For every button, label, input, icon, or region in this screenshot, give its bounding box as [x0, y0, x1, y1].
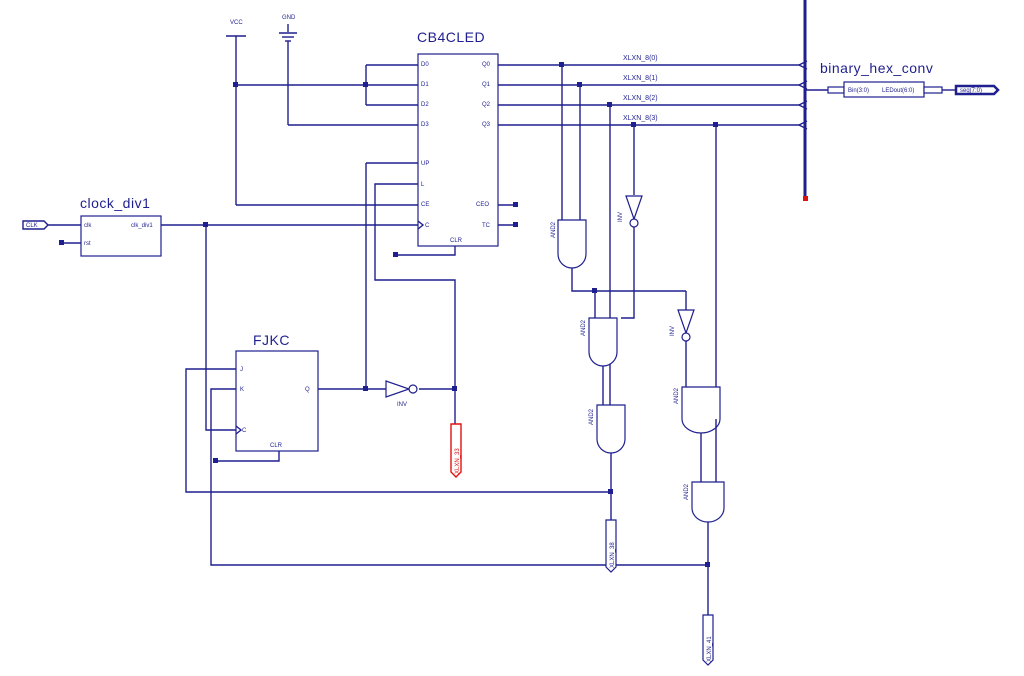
net-label-3: XLXN_8(3)	[623, 115, 658, 122]
counter-pin-q2: Q2	[482, 102, 491, 108]
hex-pin-in: Bin(3:0)	[848, 88, 869, 94]
io-marker-xlxn38-label: XLXN_38	[610, 542, 616, 568]
io-marker-xlxn33[interactable]: XLXN_33	[450, 423, 462, 478]
clock-div-pin-clk: clk	[84, 223, 92, 229]
counter-pin-ceo: CEO	[476, 202, 489, 208]
gnd-symbol: GND	[279, 15, 297, 125]
and-gate-3[interactable]: AND2	[589, 404, 626, 454]
inverter-1[interactable]: INV	[618, 195, 643, 228]
inverter-fjkc-label: INV	[397, 402, 407, 408]
net-label-2: XLXN_8(2)	[623, 95, 658, 102]
hex-title: binary_hex_conv	[820, 60, 933, 76]
port-seg-label: seg(7:0)	[960, 88, 982, 94]
counter-pin-d3: D3	[421, 122, 429, 128]
and-gate-5-label: AND2	[684, 483, 690, 500]
counter-output-nets: XLXN_8(0) XLXN_8(1) XLXN_8(2) XLXN_8(3)	[498, 55, 808, 130]
io-marker-xlxn33-label: XLXN_33	[455, 448, 461, 474]
fjkc-pin-c: C	[242, 428, 247, 434]
counter-title: CB4CLED	[417, 29, 485, 45]
and-gate-4[interactable]: AND2	[674, 386, 721, 434]
fjkc-title: FJKC	[253, 332, 290, 348]
port-clk[interactable]: CLK	[22, 220, 49, 230]
counter-pin-d0: D0	[421, 62, 429, 68]
counter-pin-tc: TC	[482, 223, 491, 229]
fjkc-pin-j: J	[240, 367, 243, 373]
bus	[803, 0, 808, 201]
clock-div-title: clock_div1	[80, 195, 150, 211]
counter-pin-d1: D1	[421, 82, 429, 88]
counter-cb4cled[interactable]: CB4CLED D0 D1 D2 D3 UP L CE C Q0 Q1 Q2 Q…	[417, 29, 499, 247]
fjkc-wires	[185, 368, 708, 566]
io-marker-xlxn41-label: XLXN_41	[707, 636, 713, 662]
clock-div-pin-out: clk_div1	[131, 223, 153, 229]
counter-pin-q0: Q0	[482, 62, 491, 68]
counter-pin-ce: CE	[421, 202, 429, 208]
fjkc-pin-k: K	[240, 387, 244, 393]
counter-input-wires	[233, 64, 518, 390]
port-seg[interactable]: seg(7:0)	[954, 84, 1000, 96]
counter-pin-l: L	[421, 182, 425, 188]
port-clk-label: CLK	[26, 223, 38, 229]
binary-hex-conv[interactable]: binary_hex_conv Bin(3:0) LEDout(6:0)	[806, 60, 956, 98]
inverter-2-label: INV	[670, 326, 676, 336]
net-label-1: XLXN_8(1)	[623, 75, 658, 82]
clock-wires	[48, 222, 418, 431]
vcc-label: VCC	[230, 20, 243, 26]
fjkc-pin-clr: CLR	[270, 443, 283, 449]
clock-div-block[interactable]: clock_div1 clk rst clk_div1	[80, 195, 162, 257]
and-gate-1-label: AND2	[551, 221, 557, 238]
counter-pin-d2: D2	[421, 102, 429, 108]
inverter-2[interactable]: INV	[670, 291, 695, 342]
net-label-0: XLXN_8(0)	[623, 55, 658, 62]
vcc-symbol: VCC	[226, 20, 246, 205]
clock-div-pin-rst: rst	[84, 241, 91, 247]
and-gate-2-label: AND2	[581, 319, 587, 336]
and-gate-1[interactable]: AND2	[551, 219, 587, 269]
counter-pin-c: C	[425, 223, 430, 229]
counter-pin-up: UP	[421, 161, 429, 167]
io-marker-xlxn38[interactable]: XLXN_38	[605, 519, 617, 573]
and-gate-4-label: AND2	[674, 387, 680, 404]
counter-pin-q1: Q1	[482, 82, 491, 88]
fjkc-flipflop[interactable]: FJKC J K C Q CLR	[235, 332, 319, 452]
counter-pin-clr: CLR	[450, 238, 463, 244]
and-gate-3-label: AND2	[589, 408, 595, 425]
fjkc-pin-q: Q	[305, 387, 310, 393]
inverter-fjkc[interactable]: INV	[385, 380, 418, 408]
inverter-1-label: INV	[618, 212, 624, 222]
io-marker-xlxn41[interactable]: XLXN_41	[702, 614, 714, 666]
and-gate-2[interactable]: AND2	[581, 317, 618, 367]
hex-pin-out: LEDout(6:0)	[882, 88, 914, 94]
counter-pin-q3: Q3	[482, 122, 491, 128]
gnd-label: GND	[282, 15, 296, 21]
and-gate-5[interactable]: AND2	[684, 481, 725, 523]
